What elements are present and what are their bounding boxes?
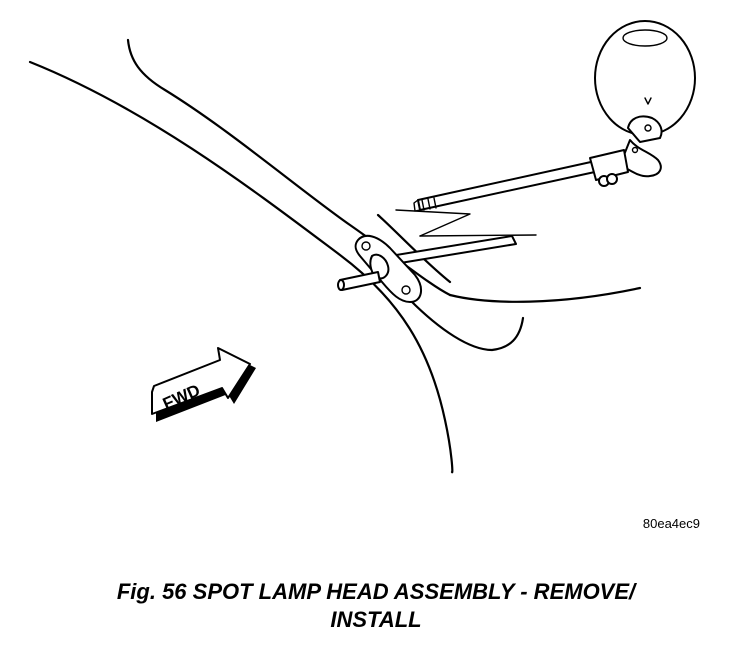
lamp-shaft xyxy=(413,149,629,212)
caption-line-1: Fig. 56 SPOT LAMP HEAD ASSEMBLY - REMOVE… xyxy=(116,579,636,604)
caption-line-2: INSTALL xyxy=(330,607,422,632)
figure-caption: Fig. 56 SPOT LAMP HEAD ASSEMBLY - REMOVE… xyxy=(0,578,752,634)
mount-bracket xyxy=(337,234,517,303)
spot-lamp-head xyxy=(594,20,696,178)
figure-reference-code: 80ea4ec9 xyxy=(642,516,700,531)
vehicle-body xyxy=(28,38,642,474)
fwd-arrow: FWD xyxy=(151,347,256,422)
alignment-lines xyxy=(395,209,537,237)
